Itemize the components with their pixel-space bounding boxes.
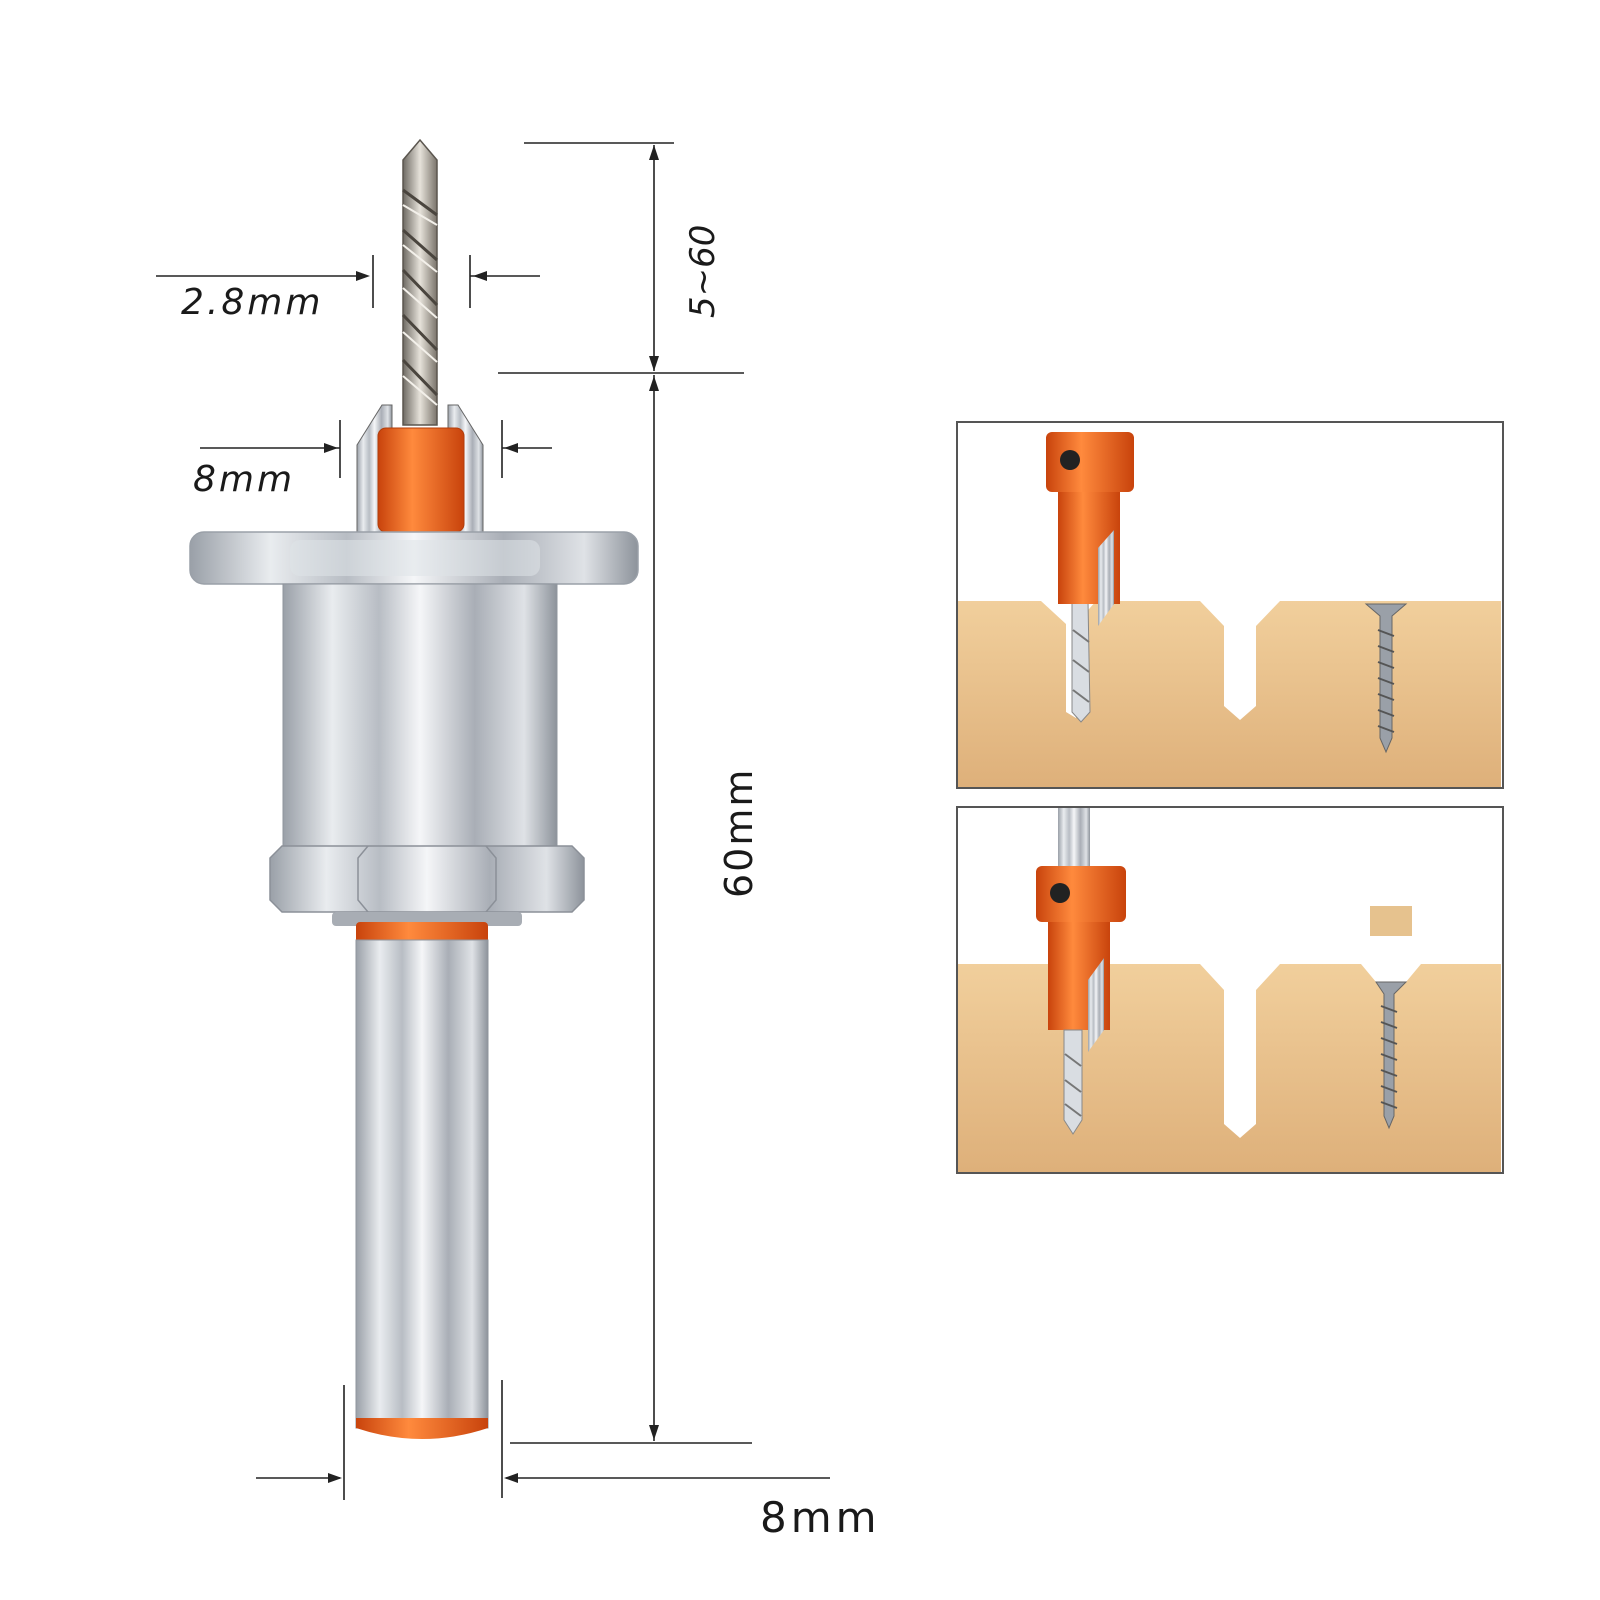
countersink-drill-bit-icon: [189, 138, 639, 1439]
drilling-pilot-hole-icon: [956, 421, 1504, 789]
depth-stop-flange: [189, 531, 639, 585]
hex-nut: [269, 845, 585, 926]
drill-diameter-label: 2.8mm: [181, 282, 323, 323]
shank: [355, 922, 489, 1439]
countersunk-screw-icon: [956, 806, 1504, 1174]
countersink-cutter: [356, 404, 484, 533]
dimension-lines: [156, 142, 830, 1500]
countersink-diameter-label: 8mm: [193, 459, 295, 500]
overall-length-label: 60mm: [717, 768, 761, 898]
screw: [1375, 981, 1408, 1130]
screw: [1364, 603, 1408, 754]
shank-diameter-label: 8mm: [760, 1493, 881, 1542]
twist-drill: [401, 138, 439, 426]
depth-range-label: 5~60: [683, 225, 723, 318]
collar-body: [282, 583, 558, 847]
wood-plug: [1370, 906, 1412, 936]
